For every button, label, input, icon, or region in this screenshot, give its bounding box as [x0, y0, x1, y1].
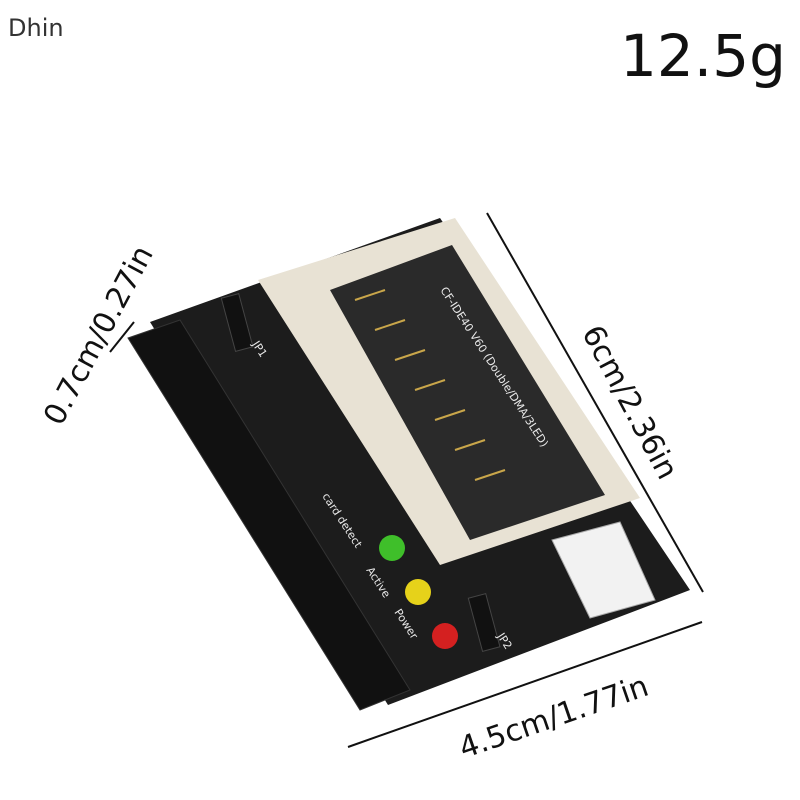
weight-label: 12.5g: [620, 22, 786, 90]
ide-40-pin-connector: [127, 319, 411, 711]
width-dimension-line: [347, 621, 703, 748]
watermark: Dhin: [8, 14, 64, 42]
jumper-jp2: [467, 592, 501, 652]
led-red: [432, 623, 458, 649]
length-dimension-line: [486, 212, 704, 593]
thickness-dimension-line: [109, 321, 135, 353]
cf-pins: [354, 289, 506, 481]
led-green: [379, 535, 405, 561]
power-connector: [551, 521, 656, 619]
led-yellow: [405, 579, 431, 605]
jumper-jp1: [220, 292, 254, 352]
